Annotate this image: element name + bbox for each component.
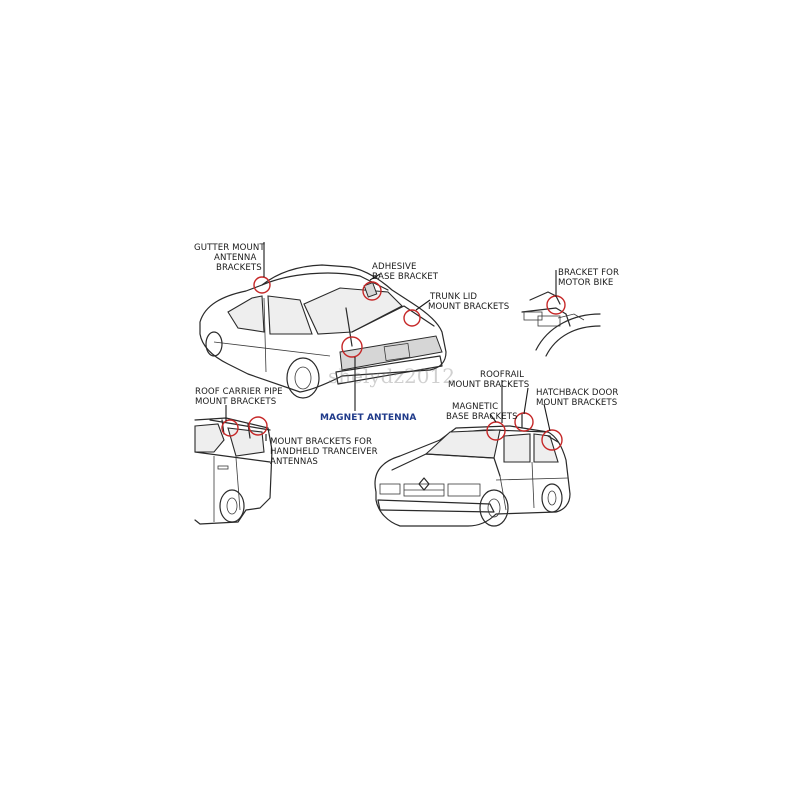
label-adhesive-base: ADHESIVE BASE BRACKET <box>372 262 439 282</box>
label-roofrail: ROOFRAIL MOUNT BRACKETS <box>448 370 530 390</box>
leader-lines <box>225 242 557 441</box>
label-hatchback: HATCHBACK DOOR MOUNT BRACKETS <box>536 388 619 408</box>
label-magnetic-base: MAGNETIC BASE BRACKETS <box>446 402 518 422</box>
label-trunk-lid: TRUNK LID MOUNT BRACKETS <box>428 292 510 312</box>
sedan-illustration <box>199 264 447 399</box>
label-handheld: MOUNT BRACKETS FOR HANDHELD TRANCEIVER A… <box>270 437 378 467</box>
wagon-illustration <box>374 412 571 527</box>
minivan-illustration <box>194 416 273 525</box>
label-magnet-antenna: MAGNET ANTENNA <box>320 413 417 423</box>
label-gutter-mount: GUTTER MOUNT ANTENNA BRACKETS <box>194 243 265 273</box>
watermark: shelydz2012 <box>328 364 455 388</box>
label-motorbike: BRACKET FOR MOTOR BIKE <box>558 268 620 288</box>
label-roof-carrier: ROOF CARRIER PIPE MOUNT BRACKETS <box>195 387 283 407</box>
motorbike-illustration <box>521 291 601 357</box>
